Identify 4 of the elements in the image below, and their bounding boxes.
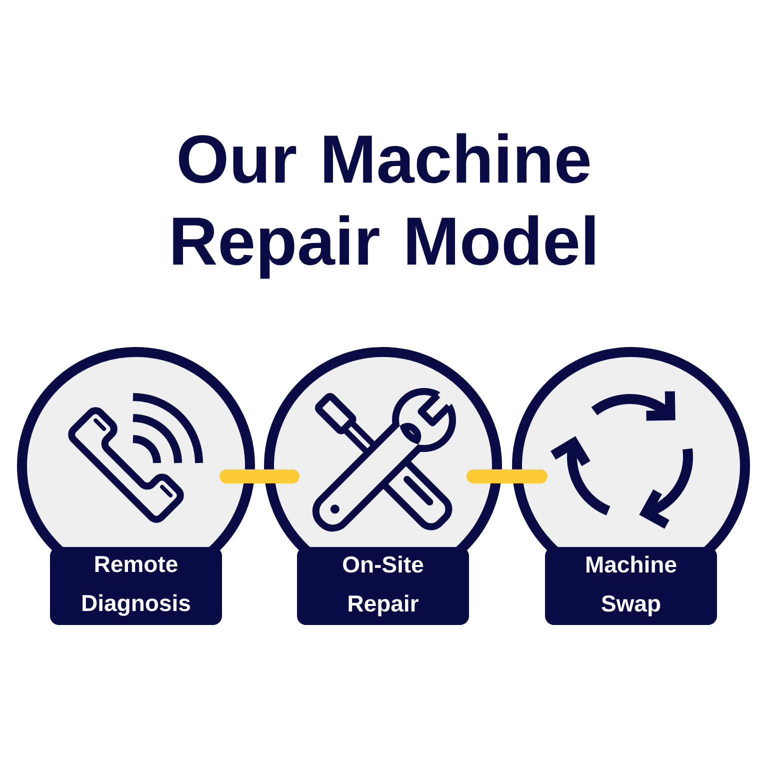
label-tab: Remote Diagnosis	[50, 547, 222, 625]
title: Our Machine Repair Model	[173, 133, 595, 279]
label-tab: Machine Swap	[545, 547, 717, 625]
label-tab: On-Site Repair	[297, 547, 469, 625]
